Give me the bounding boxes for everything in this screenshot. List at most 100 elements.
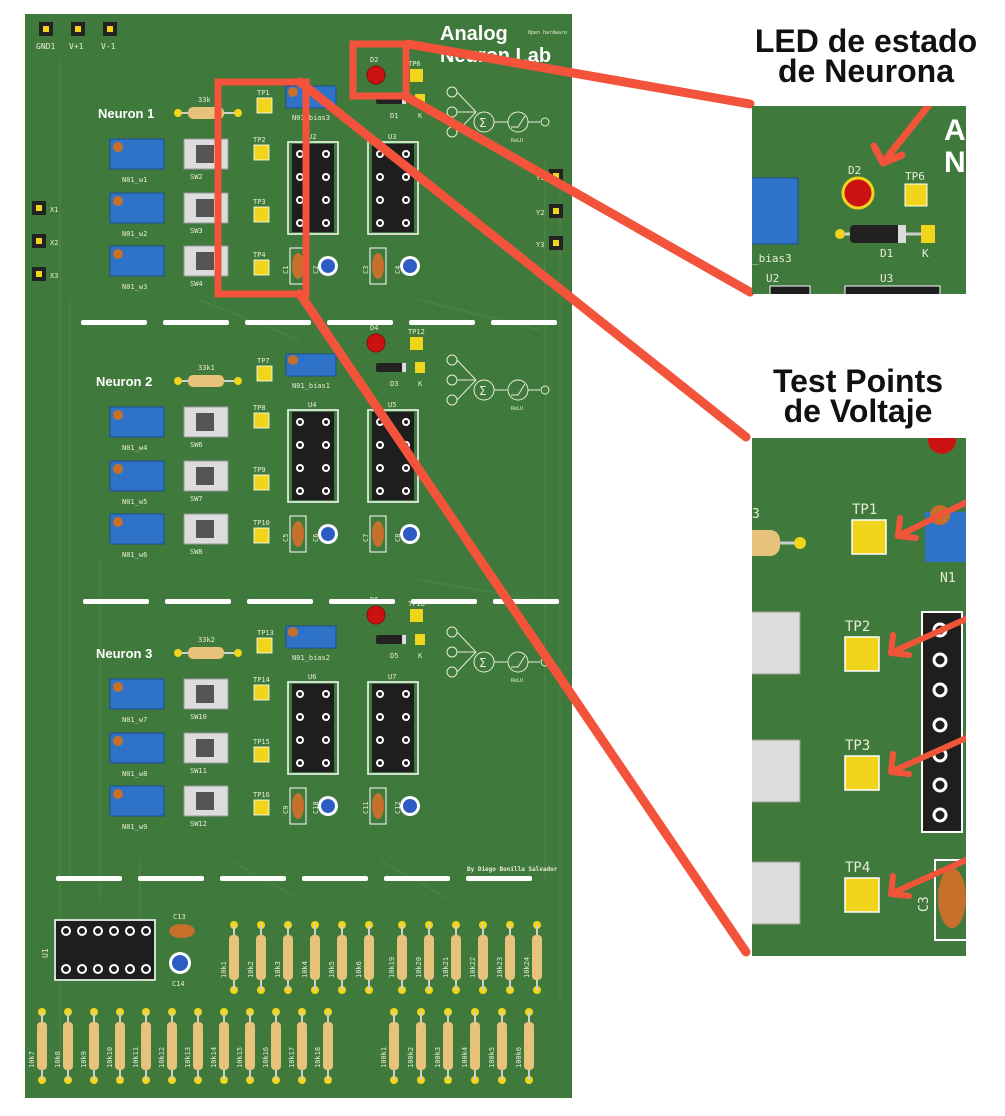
test-point-pad[interactable]	[253, 259, 270, 276]
test-point-pad[interactable]	[253, 144, 270, 161]
weight-pot-label: N01_w9	[122, 823, 147, 831]
led-zoom-tp-label: TP6	[905, 170, 925, 183]
divider-dash	[220, 876, 286, 881]
test-point-label: TP3	[253, 198, 266, 206]
led-zoom-led	[841, 176, 875, 210]
tp-zoom-pad[interactable]	[844, 877, 880, 913]
test-point-label: TP9	[253, 466, 266, 474]
board-title-small: Open hardware	[528, 30, 567, 36]
output-label-y1: Y1	[536, 174, 544, 182]
test-point-label: TP15	[253, 738, 270, 746]
callout-led-title-line2: de Neurona	[778, 53, 954, 89]
weight-pot-label: N01_w6	[122, 551, 147, 559]
test-point-pad[interactable]	[253, 206, 270, 223]
tp-zoom-arrow	[892, 615, 966, 654]
switch-label: SW8	[190, 548, 203, 556]
divider-dash	[83, 599, 149, 604]
resistor: 10k18	[314, 1008, 333, 1084]
led-zoom-pot	[752, 177, 799, 245]
switch-label: SW11	[190, 767, 207, 775]
diode-k-label: K	[418, 652, 423, 660]
bias-pot-label: N01_bias2	[292, 654, 330, 662]
ic-socket	[367, 681, 419, 775]
resistor-label: 100k5	[488, 1047, 496, 1068]
led-zoom-arrowhead	[870, 142, 906, 167]
resistor-label: 100k2	[407, 1047, 415, 1068]
test-point-pad[interactable]	[256, 97, 273, 114]
cap-c14: C14	[169, 952, 191, 988]
resistor-label: 10k22	[469, 957, 477, 978]
resistor-label: 10k8	[54, 1051, 62, 1068]
divider-dash	[409, 320, 475, 325]
resistor-label: 10k12	[158, 1047, 166, 1068]
capacitor-label: C10	[312, 801, 320, 814]
resistor: 10k11	[132, 1008, 151, 1084]
led-test-point[interactable]	[410, 337, 423, 350]
bias-pot[interactable]	[285, 353, 337, 377]
test-point-pad[interactable]	[253, 474, 270, 491]
cap-c13: C13	[169, 913, 195, 938]
callout-tp: Test Points de Voltaje 3 N1	[752, 363, 966, 956]
tp-zoom-pad[interactable]	[844, 755, 880, 791]
led-test-point[interactable]	[410, 69, 423, 82]
neuron-title: Neuron 3	[96, 646, 152, 661]
status-led-label: D2	[370, 56, 378, 64]
resistor: 10k17	[288, 1008, 307, 1084]
resistor-label: 100k3	[434, 1047, 442, 1068]
test-point-pad[interactable]	[253, 746, 270, 763]
weight-pot-label: N01_w5	[122, 498, 147, 506]
test-point-pad[interactable]	[253, 527, 270, 544]
divider-dash	[245, 320, 311, 325]
resistor: 100k1	[380, 1008, 399, 1084]
resistor-label: 10k13	[184, 1047, 192, 1068]
led-test-point[interactable]	[410, 609, 423, 622]
test-point-pad[interactable]	[256, 637, 273, 654]
divider-dash	[384, 876, 450, 881]
led-zoom-diode	[835, 225, 935, 243]
resistor: 10k24	[523, 921, 542, 994]
resistor: 10k22	[469, 921, 488, 994]
diode-k-label: K	[418, 380, 423, 388]
weight-pot-label: N01_w1	[122, 176, 147, 184]
weight-pot[interactable]	[109, 785, 165, 817]
tp-zoom-label: TP2	[845, 619, 870, 635]
test-point-pad[interactable]	[253, 799, 270, 816]
bias-resistor	[174, 647, 242, 659]
test-point-pad[interactable]	[256, 365, 273, 382]
input-label-x2: X2	[50, 239, 58, 247]
bias-resistor	[174, 375, 242, 387]
tp-zoom-cap: C3	[917, 859, 966, 941]
bias-pot-label: N01_bias1	[292, 382, 330, 390]
bias-resistor-label: 33k1	[198, 364, 215, 372]
tp-zoom-label: TP3	[845, 738, 870, 754]
led-zoom-title-a: A	[944, 114, 966, 147]
weight-pot[interactable]	[109, 406, 165, 438]
resistor-label: 10k4	[301, 961, 309, 978]
tp-zoom-panel: 3 N1	[752, 438, 966, 956]
test-point-pad[interactable]	[253, 412, 270, 429]
resistor-label: 10k5	[328, 961, 336, 978]
resistor: 10k19	[388, 921, 407, 994]
callout-tp-title-line2: de Voltaje	[784, 393, 933, 429]
bias-pot[interactable]	[285, 625, 337, 649]
tp-highlight-box	[214, 78, 310, 298]
led-highlight-box	[349, 40, 410, 100]
resistor-label: 10k23	[496, 957, 504, 978]
resistor-label: 10k7	[28, 1051, 36, 1068]
bias-resistor-label: 33k2	[198, 636, 215, 644]
test-point-label: TP2	[253, 136, 266, 144]
power-label-gnd: GND1	[36, 42, 55, 51]
test-point-pad[interactable]	[253, 684, 270, 701]
tp-zoom-pad[interactable]	[851, 519, 887, 555]
resistor: 100k5	[488, 1008, 507, 1084]
neuron-block-3: Neuron 333k2N01_bias2D6TP18D5KΣReLUN01_w…	[96, 596, 550, 831]
u1-label: U1	[41, 948, 50, 958]
resistor: 10k12	[158, 1008, 177, 1084]
divider-dash	[302, 876, 368, 881]
output-label-y2: Y2	[536, 209, 544, 217]
tp-zoom-pad[interactable]	[844, 636, 880, 672]
switch-label: SW12	[190, 820, 207, 828]
